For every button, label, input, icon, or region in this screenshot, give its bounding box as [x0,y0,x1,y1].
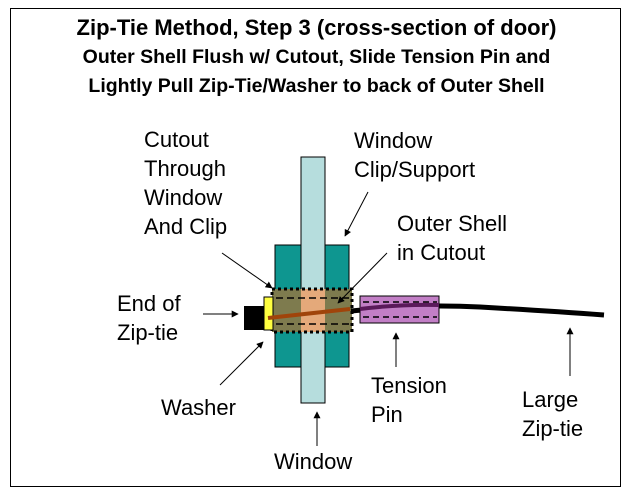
arrow-outer-shell [337,252,388,304]
label-window-clip: Window Clip/Support [354,126,475,184]
title-line-2: Outer Shell Flush w/ Cutout, Slide Tensi… [82,46,551,68]
label-cutout: Cutout Through Window And Clip [144,125,227,241]
label-outer-shell: Outer Shell in Cutout [397,209,507,267]
label-cutout-line: Through [144,156,226,181]
label-tension-pin: Tension Pin [371,371,447,429]
ziptie-end [244,306,265,330]
ziptie-inner [267,307,351,320]
title-line-1: Zip-Tie Method, Step 3 (cross-section of… [76,15,557,40]
label-window-clip-line: Clip/Support [354,157,476,182]
label-end-of-ziptie-line: End of [117,291,181,316]
label-large-ziptie: Large Zip-tie [522,385,583,443]
label-outer-shell-line: Outer Shell [397,211,508,236]
label-cutout-line: And Clip [144,214,228,239]
label-large-ziptie-line: Large [522,387,579,412]
ziptie-in-pin [359,302,440,311]
washer [263,296,274,331]
label-window: Window [274,449,353,474]
arrow-window-clip [344,191,369,237]
label-end-of-ziptie: End of Zip-tie [117,289,181,347]
label-end-of-ziptie-line: Zip-tie [117,320,179,345]
label-washer: Washer [161,395,236,420]
label-cutout-line: Cutout [144,127,209,152]
window-pane [300,156,326,404]
arrow-cutout [221,252,273,289]
arrow-washer [219,341,264,386]
title-line-3: Lightly Pull Zip-Tie/Washer to back of O… [88,75,545,97]
label-window-clip-line: Window [354,128,433,153]
label-tension-pin-line: Tension [371,373,447,398]
label-outer-shell-line: in Cutout [397,240,486,265]
diagram-frame [10,8,621,487]
label-large-ziptie-line: Zip-tie [522,416,584,441]
label-tension-pin-line: Pin [371,402,403,427]
label-cutout-line: Window [144,185,223,210]
